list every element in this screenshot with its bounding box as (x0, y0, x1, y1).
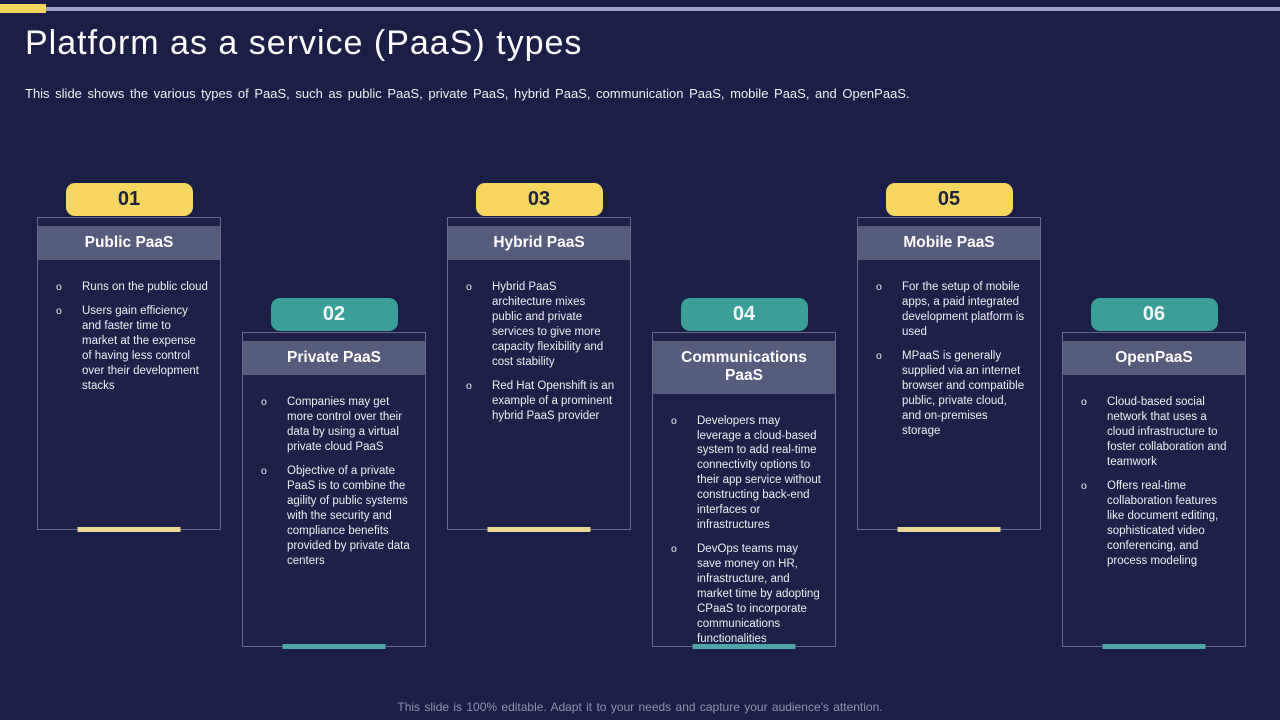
bullet-text: Cloud-based social network that uses a c… (1107, 396, 1227, 469)
bullet-item: o MPaaS is generally supplied via an inte… (876, 349, 1032, 439)
card-title: Mobile PaaS (858, 226, 1040, 261)
card-number-badge: 05 (885, 183, 1013, 216)
bullet-text: MPaaS is generally supplied via an inter… (902, 350, 1025, 437)
card-number: 03 (527, 188, 551, 210)
cards-area: 01 Public PaaS o Runs on the public cloud… (37, 183, 1246, 649)
bullet-text: Objective of a private PaaS is to combin… (287, 465, 410, 567)
bullet-text: Companies may get more control over thei… (287, 396, 403, 454)
bullet-text: Runs on the public cloud (82, 281, 208, 294)
card-accent-underline (77, 527, 181, 532)
card-title: OpenPaaS (1063, 341, 1245, 376)
bullet-list: o Hybrid PaaS architecture mixes public a… (466, 280, 622, 423)
bullet-item: o Runs on the public cloud (56, 280, 212, 295)
bullet-marker: o (466, 281, 472, 294)
card-number-badge: 03 (475, 183, 603, 216)
page-title: Platform as a service (PaaS) types (25, 24, 583, 62)
bullet-list: o For the setup of mobile apps, a paid in… (876, 280, 1032, 438)
bullet-list: o Companies may get more control over the… (261, 395, 417, 568)
bullet-marker: o (876, 281, 882, 294)
footer-note: This slide is 100% editable. Adapt it to… (397, 700, 883, 714)
card-title: Public PaaS (38, 226, 220, 261)
bullet-item: o Developers may leverage a cloud-based s… (671, 414, 827, 534)
bullet-marker: o (261, 396, 267, 409)
card-number: 06 (1142, 303, 1166, 325)
card-body: Communications PaaS o Developers may leve… (652, 332, 836, 649)
bullet-item: o Hybrid PaaS architecture mixes public a… (466, 280, 622, 370)
bullet-text: Hybrid PaaS architecture mixes public an… (492, 281, 604, 368)
card-number: 02 (322, 303, 346, 325)
card-hybrid-paas: 03 Hybrid PaaS o Hybrid PaaS architecture… (447, 183, 631, 532)
card-accent-underline (487, 527, 591, 532)
bullet-marker: o (261, 465, 267, 478)
card-openpaas: 06 OpenPaaS o Cloud-based social network … (1062, 298, 1246, 649)
bullet-marker: o (876, 350, 882, 363)
bullet-item: o Offers real-time collaboration features… (1081, 479, 1237, 569)
card-public-paas: 01 Public PaaS o Runs on the public cloud… (37, 183, 221, 532)
bullet-marker: o (56, 281, 62, 294)
bullet-text: Red Hat Openshift is an example of a pro… (492, 379, 615, 422)
page-subtitle: This slide shows the various types of Pa… (25, 86, 910, 101)
card-communications-paas: 04 Communications PaaS o Developers may l… (652, 298, 836, 649)
card-accent-underline (692, 644, 796, 649)
card-number-badge: 06 (1090, 298, 1218, 331)
bullet-text: Offers real-time collaboration features … (1107, 479, 1219, 567)
card-title: Private PaaS (243, 341, 425, 376)
card-number: 01 (117, 188, 141, 210)
card-title: Hybrid PaaS (448, 226, 630, 261)
card-title: Communications PaaS (653, 341, 835, 394)
card-number: 05 (937, 188, 961, 210)
bullet-item: o For the setup of mobile apps, a paid in… (876, 280, 1032, 340)
bullet-text: Developers may leverage a cloud-based sy… (697, 414, 822, 532)
bullet-text: DevOps teams may save money on HR, infra… (697, 543, 820, 645)
top-rule (0, 4, 1280, 13)
card-number-badge: 01 (65, 183, 193, 216)
card-body: Hybrid PaaS o Hybrid PaaS architecture mi… (447, 217, 631, 532)
bullet-item: o Cloud-based social network that uses a … (1081, 395, 1237, 470)
card-number-badge: 02 (270, 298, 398, 331)
card-number-badge: 04 (680, 298, 808, 331)
top-divider-line (46, 6, 1280, 11)
bullet-text: Users gain efficiency and faster time to… (82, 305, 199, 392)
bullet-item: o Companies may get more control over the… (261, 395, 417, 455)
bullet-item: o DevOps teams may save money on HR, infr… (671, 542, 827, 647)
bullet-text: For the setup of mobile apps, a paid int… (902, 281, 1025, 339)
bullet-marker: o (466, 379, 472, 392)
bullet-item: o Red Hat Openshift is an example of a pr… (466, 379, 622, 424)
card-accent-underline (282, 644, 386, 649)
bullet-list: o Cloud-based social network that uses a … (1081, 395, 1237, 568)
card-body: Mobile PaaS o For the setup of mobile app… (857, 217, 1041, 532)
bullet-item: o Objective of a private PaaS is to combi… (261, 464, 417, 569)
card-accent-underline (897, 527, 1001, 532)
bullet-marker: o (671, 543, 677, 556)
bullet-marker: o (56, 305, 62, 318)
bullet-marker: o (671, 414, 677, 427)
card-accent-underline (1102, 644, 1206, 649)
yellow-accent-bar (0, 4, 46, 13)
card-private-paas: 02 Private PaaS o Companies may get more … (242, 298, 426, 649)
card-body: Private PaaS o Companies may get more con… (242, 332, 426, 649)
bullet-item: o Users gain efficiency and faster time t… (56, 304, 212, 394)
card-number: 04 (732, 303, 756, 325)
card-mobile-paas: 05 Mobile PaaS o For the setup of mobile … (857, 183, 1041, 532)
card-body: OpenPaaS o Cloud-based social network tha… (1062, 332, 1246, 649)
bullet-marker: o (1081, 396, 1087, 409)
bullet-marker: o (1081, 479, 1087, 492)
bullet-list: o Developers may leverage a cloud-based s… (671, 414, 827, 647)
